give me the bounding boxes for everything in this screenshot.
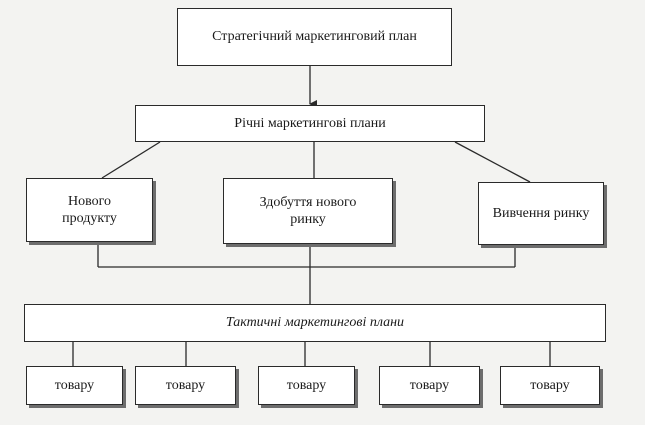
branch-market-research-box: Вивчення ринку: [478, 182, 604, 245]
connector-annual-to-branch-3: [454, 141, 531, 183]
branch-new-market-box: Здобуття нового ринку: [223, 178, 393, 244]
annual-plans-label: Річні маркетингові плани: [234, 115, 386, 131]
tactical-plans-box: Тактичні маркетингові плани: [24, 304, 606, 342]
strategic-plan-box: Стратегічний маркетинговий план: [177, 8, 452, 66]
product-box-4: товару: [379, 366, 480, 405]
branch-new-market-label: Здобуття нового ринку: [259, 194, 357, 228]
connector-annual-to-branch-1: [101, 141, 161, 179]
product-label-4: товару: [409, 377, 450, 393]
strategic-plan-label: Стратегічний маркетинговий план: [212, 29, 417, 45]
product-box-3: товару: [258, 366, 355, 405]
product-box-2: товару: [135, 366, 236, 405]
branch-new-product-box: Нового продукту: [26, 178, 153, 242]
branch-new-product-label: Нового продукту: [62, 193, 117, 227]
product-label-1: товару: [54, 377, 95, 393]
product-label-3: товару: [286, 377, 327, 393]
annual-plans-box: Річні маркетингові плани: [135, 105, 485, 142]
product-label-5: товару: [530, 377, 570, 393]
branch-market-research-label: Вивчення ринку: [492, 205, 590, 221]
product-label-2: товару: [165, 377, 206, 393]
product-box-5: товару: [500, 366, 600, 405]
product-box-1: товару: [26, 366, 123, 405]
tactical-plans-label: Тактичні маркетингові плани: [225, 315, 405, 331]
